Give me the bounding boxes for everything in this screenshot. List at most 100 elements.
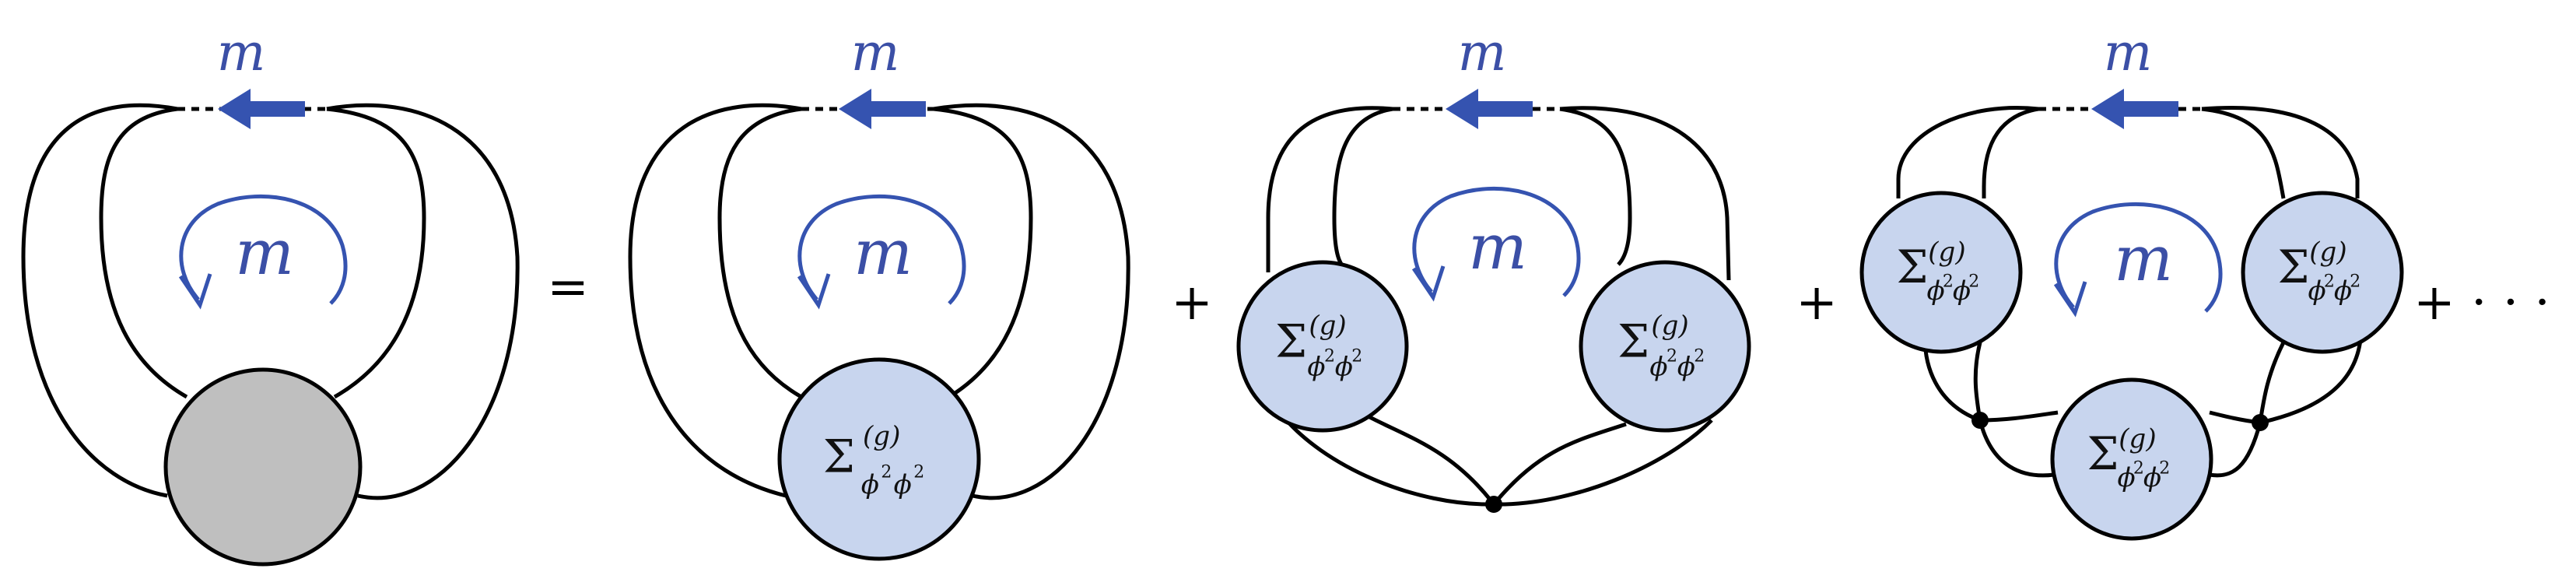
diagram-4-self-energy-blob-left-sigma-subscript-phi-2: ϕ xyxy=(1953,275,1971,307)
diagram-3-loop-label: m xyxy=(1468,211,1527,283)
diagram-4-self-energy-blob-right-sigma-subscript-square-1: 2 xyxy=(2324,272,2335,292)
diagram-4-self-energy-blob-bottom-sigma-subscript-phi-1: ϕ xyxy=(2117,462,2135,493)
diagram-1-loop-arc xyxy=(179,194,348,305)
diagram-3-self-energy-blob-right-sigma-subscript-square-2: 2 xyxy=(1694,347,1705,367)
diagram-3-self-energy-blob-left-sigma-subscript-square-1: 2 xyxy=(1324,347,1335,367)
diagram-3-self-energy-blob-left-sigma-superscript: (g) xyxy=(1309,310,1346,341)
diagram-4-self-energy-blob-left-sigma-subscript-square-1: 2 xyxy=(1943,272,1954,292)
diagram-4-momentum-label-top: m xyxy=(2104,23,2153,82)
diagram-3-self-energy-blob-right-sigma-subscript-phi-2: ϕ xyxy=(1677,351,1695,382)
diagram-4-left-to-bottom-line-lower xyxy=(1978,419,2055,478)
diagram-4-self-energy-blob-right-sigma-subscript-square-2: 2 xyxy=(2350,272,2360,292)
diagram-1: m m xyxy=(21,23,520,567)
diagram-2-loop-label: m xyxy=(853,216,913,289)
diagram-4-self-energy-blob-left-sigma-subscript-phi-1: ϕ xyxy=(1926,275,1944,307)
diagram-3-momentum-label-top: m xyxy=(1458,23,1507,82)
diagram-4-self-energy-blob-right-sigma-subscript-phi-2: ϕ xyxy=(2334,275,2352,307)
diagram-4-self-energy-blob-bottom-circle xyxy=(2050,377,2213,541)
diagram-4-inner-left-line xyxy=(1982,107,2039,198)
diagram-3-self-energy-blob-left-sigma-subscript-square-2: 2 xyxy=(1351,347,1362,367)
diagram-2-self-energy-blob-circle xyxy=(777,357,981,561)
diagram-3-lower-left-line-outer xyxy=(1278,411,1495,507)
plus-sign-2: + xyxy=(1796,274,1838,332)
diagram-4-inner-right-line xyxy=(2201,107,2286,199)
diagram-4-self-energy-blob-bottom-sigma-superscript: (g) xyxy=(2119,423,2156,454)
equals-sign: = xyxy=(547,258,589,316)
diagram-2-self-energy-blob-sigma-symbol: Σ xyxy=(823,430,855,483)
diagram-3-self-energy-blob-right-sigma-subscript-square-1: 2 xyxy=(1667,347,1677,367)
diagram-1-outer-left-line xyxy=(21,103,178,498)
diagram-4-self-energy-blob-bottom-sigma-subscript-phi-2: ϕ xyxy=(2143,462,2161,493)
diagram-4-loop-label: m xyxy=(2114,223,2173,295)
diagram-3-self-energy-blob-left-circle xyxy=(1236,260,1409,433)
diagram-3-outer-left-line xyxy=(1266,106,1393,272)
plus-sign-1: + xyxy=(1171,274,1213,332)
diagram-2-self-energy-blob-sigma-subscript-phi-1: ϕ xyxy=(861,469,879,500)
diagram-3-loop-arrowhead xyxy=(1411,265,1446,302)
diagram-1-momentum-label-top: m xyxy=(217,23,266,82)
diagram-4-self-energy-blob-right-circle xyxy=(2241,191,2404,354)
diagram-2-loop-arrowhead xyxy=(797,273,831,310)
diagram-4-self-energy-blob-bottom-sigma-symbol: Σ xyxy=(2087,427,2119,480)
diagram-4-right-to-bottom-line-lower xyxy=(2209,422,2262,478)
diagram-4-loop-arrowhead xyxy=(2053,281,2087,318)
diagram-3-vertex-dot xyxy=(1485,496,1502,513)
diagram-2-self-energy-blob-sigma-subscript-square-1: 2 xyxy=(881,462,892,482)
diagram-3-self-energy-blob-right-sigma-symbol: Σ xyxy=(1617,315,1649,368)
diagram-4-left-to-bottom-line-upper xyxy=(1979,410,2059,423)
diagram-2-inner-left-line xyxy=(717,107,803,399)
diagram-4-right-lower-line-inner xyxy=(2258,341,2286,423)
diagram-4-outer-right-line xyxy=(2201,105,2360,198)
diagram-1-inner-left-line xyxy=(99,107,188,399)
diagram-4-self-energy-blob-right-sigma-superscript: (g) xyxy=(2309,237,2346,268)
diagram-3-loop-arc xyxy=(1412,186,1581,297)
diagram-3-lower-right-line-outer xyxy=(1493,419,1713,507)
diagram-3-lower-left-line-inner xyxy=(1352,406,1495,506)
diagram-3-self-energy-blob-left-sigma-symbol: Σ xyxy=(1275,315,1307,368)
diagram-4-vertex-dot-right xyxy=(2252,414,2269,431)
diagram-2-self-energy-blob-sigma-subscript-square-2: 2 xyxy=(913,462,924,482)
diagram-2-self-energy-blob-sigma-superscript: (g) xyxy=(863,420,900,451)
diagram-1-momentum-arrow xyxy=(218,89,305,129)
diagram-1-loop-arrowhead xyxy=(178,273,212,310)
diagram-2-momentum-label-top: m xyxy=(851,23,900,82)
diagram-3-self-energy-blob-right-sigma-superscript: (g) xyxy=(1651,310,1688,341)
diagram-4-left-lower-line-inner xyxy=(1973,342,1982,421)
diagram-2-loop-arc xyxy=(797,194,966,305)
diagram-3-momentum-arrow xyxy=(1446,89,1533,129)
diagram-3-self-energy-blob-left-sigma-subscript-phi-2: ϕ xyxy=(1335,351,1353,382)
diagram-3-self-energy-blob-left-sigma-subscript-phi-1: ϕ xyxy=(1307,351,1325,382)
diagram-4-vertex-dot-left xyxy=(1971,412,1989,429)
diagram-4-self-energy-blob-left-circle xyxy=(1859,191,2023,354)
diagram-2-inner-right-line xyxy=(933,107,1033,399)
diagram-4-loop-arc xyxy=(2054,202,2223,313)
diagram-4-momentum-arrow xyxy=(2091,89,2178,129)
diagram-2-outer-left-line xyxy=(628,103,802,498)
diagram-1-loop-label: m xyxy=(235,216,294,289)
diagram-4-self-energy-blob-right-sigma-subscript-phi-1: ϕ xyxy=(2308,275,2325,307)
diagram-3-self-energy-blob-right-sigma-subscript-phi-1: ϕ xyxy=(1649,351,1667,382)
diagram-4-outer-left-line xyxy=(1896,106,2039,198)
diagram-3-outer-right-line xyxy=(1559,106,1731,281)
diagram-4-self-energy-blob-bottom-sigma-subscript-square-2: 2 xyxy=(2159,459,2170,479)
diagram-4-self-energy-blob-left-sigma-superscript: (g) xyxy=(1928,237,1965,268)
diagram-3-inner-left-line xyxy=(1332,107,1393,271)
diagram-4-self-energy-blob-right-sigma-symbol: Σ xyxy=(2278,240,2310,293)
diagram-4-self-energy-blob-left-sigma-symbol: Σ xyxy=(1897,240,1929,293)
diagram-1-full-propagator-blob xyxy=(163,367,363,567)
diagram-3-self-energy-blob-right-circle xyxy=(1579,260,1751,433)
plus-dots: + · · · xyxy=(2413,274,2550,332)
diagram-3-lower-right-line-inner xyxy=(1492,422,1627,506)
diagram-4-self-energy-blob-left-sigma-subscript-square-2: 2 xyxy=(1968,272,1979,292)
